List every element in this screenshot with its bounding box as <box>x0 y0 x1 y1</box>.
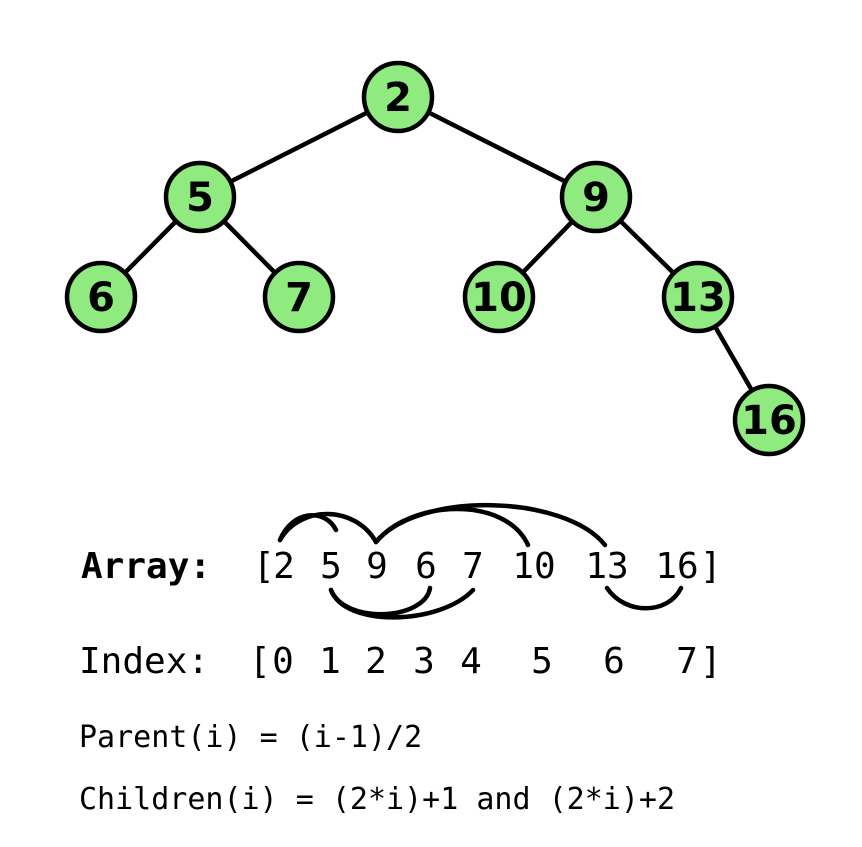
arc-9-to-10 <box>373 506 531 548</box>
tree-node-10: 10 <box>462 260 536 334</box>
edge-2-5 <box>197 94 401 200</box>
array-open-bracket: [ <box>253 546 275 587</box>
arc-13-to-16 <box>604 585 684 611</box>
tree-node-7: 7 <box>262 260 336 334</box>
index-value: 0 <box>272 641 294 682</box>
node-label: 16 <box>741 398 797 444</box>
node-label: 2 <box>384 75 412 121</box>
array-value: 16 <box>655 546 698 587</box>
index-value: 6 <box>603 641 625 682</box>
tree-node-6: 6 <box>64 260 138 334</box>
array-value: 2 <box>273 546 295 587</box>
node-label: 7 <box>285 275 313 321</box>
arc-5-to-6 <box>328 585 433 617</box>
tree-nodes: 2 5 9 6 7 10 13 16 <box>64 60 806 457</box>
index-value: 3 <box>413 641 435 682</box>
tree-node-16: 16 <box>732 383 806 457</box>
node-label: 5 <box>186 175 214 221</box>
node-label: 10 <box>471 275 527 321</box>
array-value: 6 <box>415 546 437 587</box>
tree-node-2: 2 <box>361 60 435 134</box>
array-row: Array: [ 2 5 9 6 7 10 13 16 ] <box>81 546 722 587</box>
children-formula: Children(i) = (2*i)+1 and (2*i)+2 <box>79 782 675 817</box>
tree-edges <box>98 94 772 423</box>
arc-9-to-13 <box>373 502 608 548</box>
edge-2-9 <box>395 94 599 200</box>
node-label: 9 <box>582 175 610 221</box>
arc-5-to-7 <box>328 587 476 620</box>
index-label: Index: <box>79 641 209 682</box>
index-value: 4 <box>460 641 482 682</box>
array-close-bracket: ] <box>700 546 722 587</box>
parent-child-arcs <box>277 502 684 620</box>
node-label: 6 <box>87 275 115 321</box>
array-value: 7 <box>462 546 484 587</box>
index-row: Index: [ 0 1 2 3 4 5 6 7 ] <box>79 641 722 682</box>
node-label: 13 <box>670 275 726 321</box>
index-value: 5 <box>531 641 553 682</box>
array-value: 5 <box>320 546 342 587</box>
array-value: 10 <box>512 546 555 587</box>
tree-node-9: 9 <box>559 160 633 234</box>
index-value: 1 <box>319 641 341 682</box>
parent-formula: Parent(i) = (i-1)/2 <box>79 720 422 755</box>
index-open-bracket: [ <box>249 641 271 682</box>
array-label: Array: <box>81 546 211 587</box>
index-value: 2 <box>365 641 387 682</box>
array-value: 13 <box>585 546 628 587</box>
index-close-bracket: ] <box>700 641 722 682</box>
index-value: 7 <box>676 641 698 682</box>
array-value: 9 <box>366 546 388 587</box>
arc-2-to-9 <box>277 511 379 545</box>
tree-node-13: 13 <box>661 260 735 334</box>
tree-node-5: 5 <box>163 160 237 234</box>
